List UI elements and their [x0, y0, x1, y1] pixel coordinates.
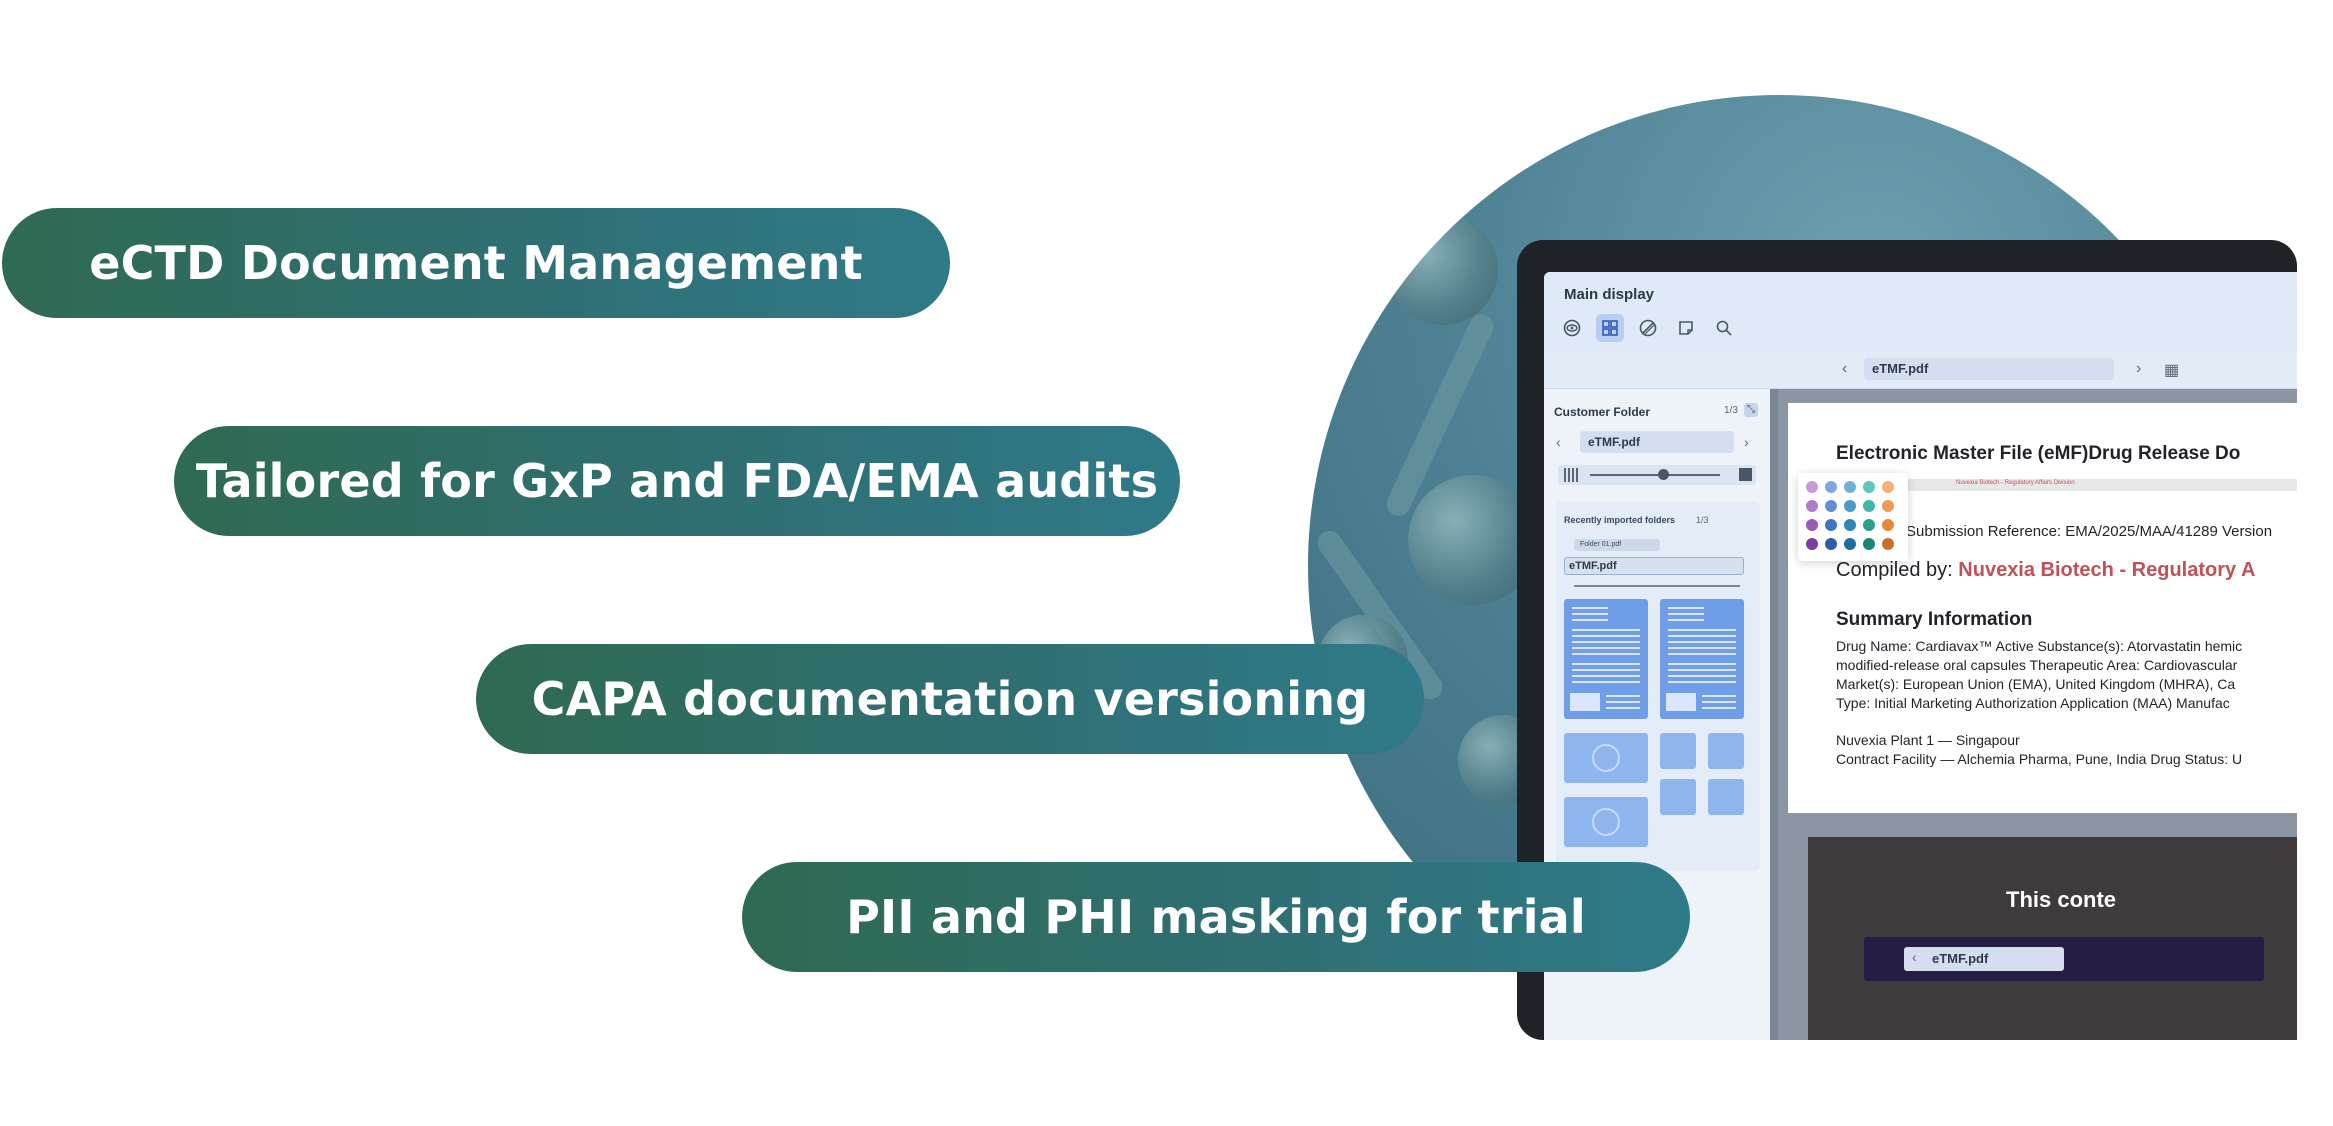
- panel-title: Customer Folder: [1554, 405, 1651, 419]
- feature-pill-gxp: Tailored for GxP and FDA/EMA audits: [174, 426, 1180, 536]
- customer-folder-panel: Customer Folder 1/3 ⤡ ‹ eTMF.pdf › Recen…: [1544, 389, 1778, 1040]
- title-bar: Main display: [1544, 272, 2297, 352]
- summary-heading: Summary Information: [1836, 609, 2033, 630]
- folder-count: 1/3: [1724, 405, 1738, 416]
- summary-line: Drug Name: Cardiavax™ Active Substance(s…: [1836, 638, 2243, 654]
- page-thumbnail[interactable]: [1564, 599, 1648, 719]
- slider-track: [1590, 474, 1720, 476]
- feature-label: PII and PHI masking for trial: [846, 890, 1586, 944]
- recent-slider[interactable]: [1574, 585, 1740, 587]
- note-icon[interactable]: [1672, 314, 1700, 342]
- document-title: Electronic Master File (eMF)Drug Release…: [1836, 443, 2241, 464]
- feature-pill-capa: CAPA documentation versioning: [476, 644, 1424, 754]
- chevron-right-icon[interactable]: ›: [1744, 434, 1749, 450]
- masked-content-page: This conte eTMF.pdf ‹: [1808, 837, 2297, 1040]
- document-header-bar: Nuvexia Biotech - Regulatory Affairs Div…: [1836, 479, 2297, 491]
- image-thumbnail[interactable]: [1660, 779, 1696, 815]
- molecule-atom: [1408, 475, 1538, 605]
- slider-handle[interactable]: [1658, 469, 1669, 480]
- masked-file-bar: eTMF.pdf ‹: [1864, 937, 2264, 981]
- summary-line: Market(s): European Union (EMA), United …: [1836, 676, 2236, 692]
- laptop-screen: Main display ‹ eTM: [1544, 272, 2297, 1040]
- chevron-right-icon[interactable]: ›: [2136, 360, 2142, 377]
- chevron-left-icon[interactable]: ‹: [1912, 949, 1917, 965]
- window-title: Main display: [1564, 286, 1655, 303]
- header-bar-text: Nuvexia Biotech - Regulatory Affairs Div…: [1956, 480, 2075, 486]
- folder-file-nav: ‹ eTMF.pdf ›: [1554, 431, 1760, 455]
- summary-line: modified-release oral capsules Therapeut…: [1836, 657, 2238, 673]
- play-icon: [1592, 744, 1620, 772]
- folder-chip[interactable]: Folder 01.pdf: [1574, 539, 1660, 551]
- masked-message: This conte: [2006, 887, 2117, 912]
- play-icon: [1592, 808, 1620, 836]
- recent-count: 1/3: [1696, 515, 1709, 525]
- feature-label: CAPA documentation versioning: [531, 672, 1369, 726]
- site-line: Nuvexia Plant 1 — Singapour: [1836, 732, 2020, 748]
- video-thumbnail[interactable]: [1564, 733, 1648, 783]
- chevron-left-icon[interactable]: ‹: [1556, 434, 1561, 450]
- summary-line: Type: Initial Marketing Authorization Ap…: [1836, 695, 2230, 711]
- feature-label: Tailored for GxP and FDA/EMA audits: [195, 454, 1159, 508]
- feature-label: eCTD Document Management: [89, 236, 863, 290]
- toolbar: [1558, 314, 1738, 342]
- large-grid-icon: [1739, 468, 1752, 481]
- recent-file-selector[interactable]: eTMF.pdf: [1564, 557, 1744, 575]
- grid-icon[interactable]: [1596, 314, 1624, 342]
- recent-folders-panel: Recently imported folders 1/3 Folder 01.…: [1556, 501, 1760, 871]
- image-thumbnail[interactable]: [1660, 733, 1696, 769]
- zoom-slider[interactable]: [1558, 465, 1756, 485]
- feature-pill-pii: PII and PHI masking for trial: [742, 862, 1690, 972]
- video-thumbnail[interactable]: [1564, 797, 1648, 847]
- molecule-atom: [1388, 215, 1498, 325]
- color-palette-popup[interactable]: [1798, 473, 1908, 561]
- file-navigation: ‹ eTMF.pdf › ▦: [1544, 352, 2297, 389]
- document-page: Electronic Master File (eMF)Drug Release…: [1788, 403, 2297, 813]
- expand-icon[interactable]: ⤡: [1744, 403, 1758, 417]
- folder-file-selector[interactable]: eTMF.pdf: [1580, 431, 1734, 453]
- compiled-label: Compiled by:: [1836, 559, 1953, 581]
- image-thumbnail[interactable]: [1708, 779, 1744, 815]
- masked-file-selector[interactable]: eTMF.pdf: [1904, 947, 2064, 971]
- mask-icon[interactable]: [1634, 314, 1662, 342]
- site-line: Contract Facility — Alchemia Pharma, Pun…: [1836, 751, 2243, 767]
- eye-icon[interactable]: [1558, 314, 1586, 342]
- feature-pill-ectd: eCTD Document Management: [2, 208, 950, 318]
- compiled-by-name: Nuvexia Biotech - Regulatory A: [1958, 559, 2256, 581]
- thumbnail-grid-icon[interactable]: ▦: [2164, 362, 2180, 379]
- search-icon[interactable]: [1710, 314, 1738, 342]
- compiled-by: Compiled by: Nuvexia Biotech - Regulator…: [1836, 559, 2255, 582]
- submission-reference: Submission Reference: EMA/2025/MAA/41289…: [1906, 523, 2273, 540]
- recent-title: Recently imported folders: [1564, 515, 1676, 525]
- laptop-mockup: Main display ‹ eTM: [1517, 240, 2297, 1040]
- document-viewer: Electronic Master File (eMF)Drug Release…: [1778, 389, 2297, 1040]
- image-thumbnail[interactable]: [1708, 733, 1744, 769]
- page-thumbnail[interactable]: [1660, 599, 1744, 719]
- small-grid-icon: [1564, 468, 1578, 482]
- summary-body: Drug Name: Cardiavax™ Active Substance(s…: [1836, 637, 2297, 769]
- file-selector[interactable]: eTMF.pdf: [1864, 358, 2114, 380]
- chevron-left-icon[interactable]: ‹: [1842, 360, 1848, 377]
